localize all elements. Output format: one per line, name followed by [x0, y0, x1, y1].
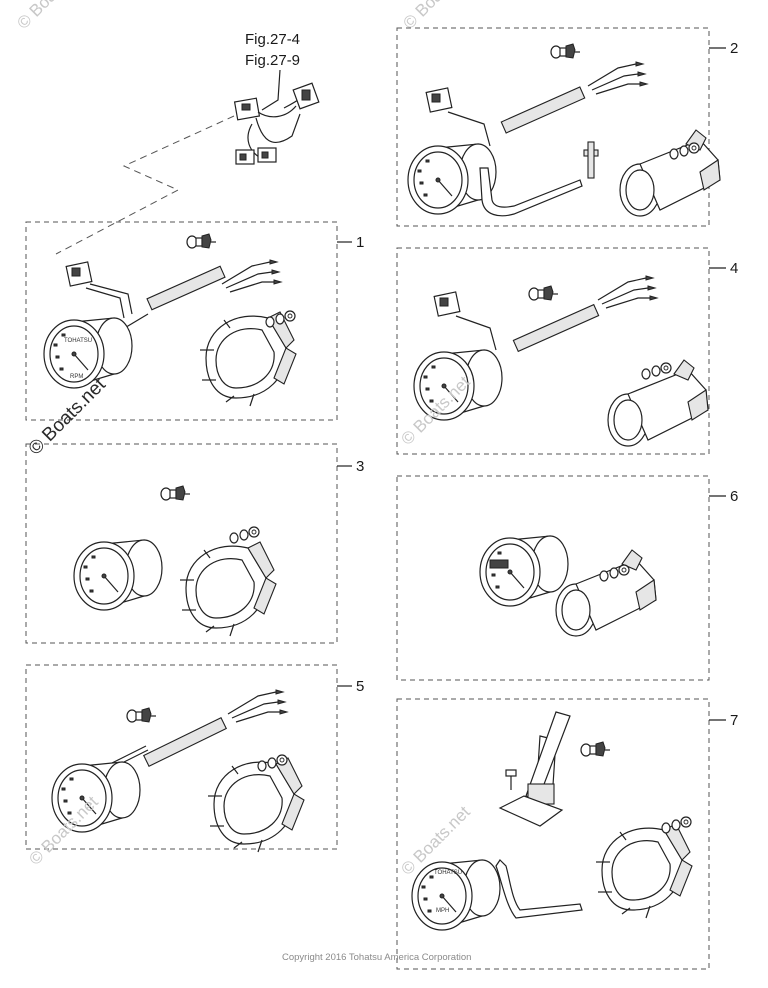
assembly-6: 6 [396, 475, 738, 681]
callout-3: 3 [356, 458, 364, 475]
gauge-brand-1: TOHATSU [64, 338, 92, 344]
assembly-4: 4 [396, 247, 738, 455]
callout-2: 2 [730, 40, 738, 57]
callout-4: 4 [730, 260, 738, 277]
callout-6: 6 [730, 488, 738, 505]
assembly-3: 3 [25, 443, 364, 644]
gauge-unit-7: MPH [436, 908, 449, 914]
reference-fig-27-4: Fig.27-4 [245, 31, 300, 48]
callout-5: 5 [356, 678, 364, 695]
watermark-top-left: © Boats.net [13, 0, 90, 33]
gauge-brand-7: TOHATSU [434, 870, 462, 876]
wire-harness [233, 69, 320, 165]
gauge-unit-1: RPM [70, 374, 83, 380]
assembly-5: 5 [25, 664, 364, 853]
assembly-2: 2 [396, 27, 738, 227]
copyright-text: Copyright 2016 Tohatsu America Corporati… [282, 952, 471, 963]
reference-fig-27-9: Fig.27-9 [245, 52, 300, 69]
callout-1: 1 [356, 234, 364, 251]
leader-line [55, 115, 235, 255]
assembly-7: 7 TOHATSU MPH [396, 698, 738, 970]
assembly-1: 1 TOHATSU RPM [25, 221, 364, 421]
callout-7: 7 [730, 712, 738, 729]
